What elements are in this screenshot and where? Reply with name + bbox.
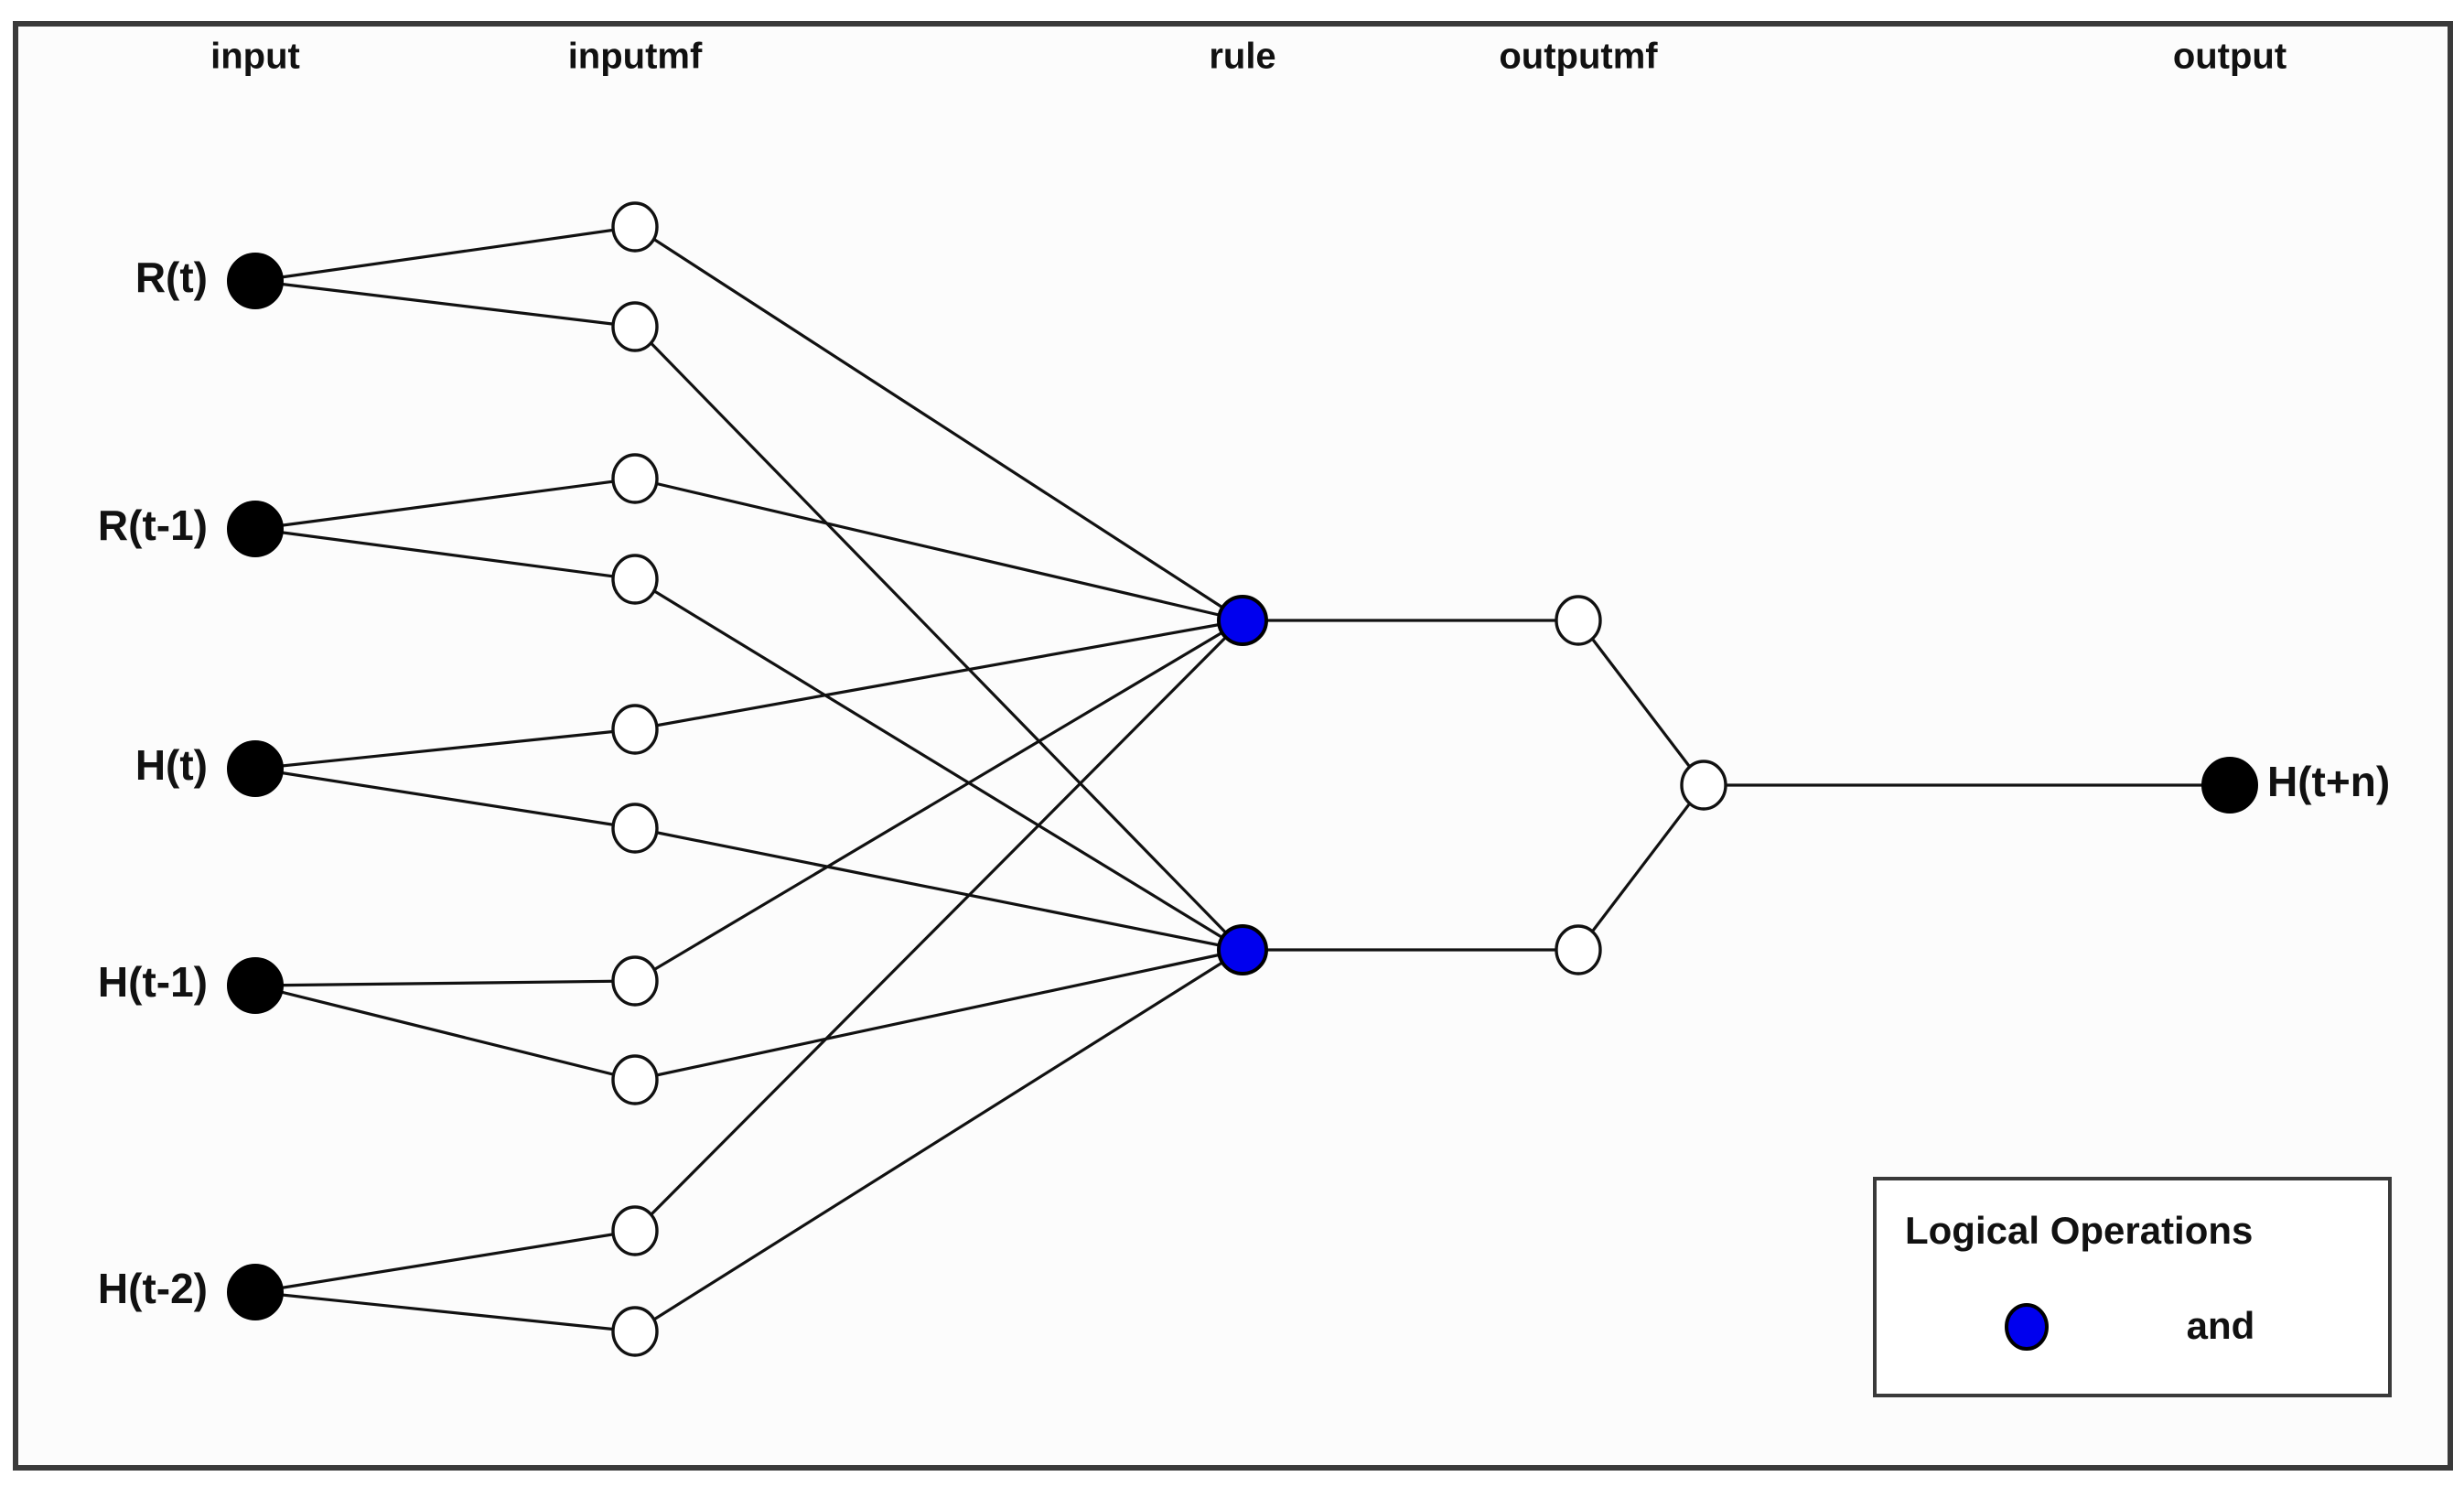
- legend-group: Logical Operations and: [1873, 1177, 2392, 1397]
- edge-layer: [254, 225, 2230, 1333]
- column-header-inputmf: inputmf: [568, 37, 703, 77]
- column-header-output: output: [2173, 37, 2286, 77]
- inputmf-node[interactable]: [611, 1054, 659, 1105]
- input-node[interactable]: [227, 740, 284, 797]
- edge-input-to-inputmf: [254, 1290, 636, 1333]
- edge-inputmf-to-rule: [634, 619, 1243, 983]
- inputmf-node[interactable]: [611, 1306, 659, 1357]
- edge-inputmf-to-rule: [634, 948, 1243, 1082]
- inputmf-node[interactable]: [611, 301, 659, 352]
- input-node[interactable]: [227, 253, 284, 309]
- input-node[interactable]: [227, 1264, 284, 1320]
- inputmf-node[interactable]: [611, 704, 659, 755]
- column-header-outputmf: outputmf: [1499, 37, 1658, 77]
- edge-inputmf-to-rule: [634, 225, 1243, 622]
- inputmf-node[interactable]: [611, 955, 659, 1007]
- edge-input-to-inputmf: [254, 727, 636, 771]
- input-node[interactable]: [227, 501, 284, 557]
- edge-input-to-inputmf: [254, 767, 636, 830]
- legend-title: Logical Operations: [1905, 1209, 2253, 1252]
- edge-inputmf-to-rule: [633, 619, 1244, 1233]
- edge-inputmf-to-rule: [634, 477, 1243, 622]
- input-node[interactable]: [227, 957, 284, 1014]
- outputmf-node[interactable]: [1555, 924, 1602, 975]
- inputmf-node[interactable]: [611, 1205, 659, 1256]
- column-headers: input inputmf rule outputmf output: [210, 37, 2286, 77]
- edge-input-to-inputmf: [254, 225, 636, 283]
- edge-input-to-inputmf: [254, 279, 636, 329]
- inputmf-node[interactable]: [611, 554, 659, 605]
- edge-input-to-inputmf: [254, 477, 636, 531]
- legend-box: [1873, 1177, 2392, 1397]
- inputmf-node[interactable]: [611, 201, 659, 253]
- edge-input-to-inputmf: [254, 984, 636, 1082]
- input-node-label: R(t-1): [98, 501, 208, 549]
- edge-inputmf-to-rule: [634, 577, 1243, 952]
- edge-inputmf-to-rule: [633, 325, 1244, 952]
- node-layer: [227, 201, 2258, 1357]
- input-node-label: H(t-2): [98, 1265, 208, 1312]
- rule-node-and[interactable]: [1217, 595, 1268, 646]
- legend-item-label-and: and: [2187, 1304, 2255, 1347]
- edge-inputmf-to-rule: [634, 826, 1243, 952]
- input-node-label: H(t): [135, 741, 208, 789]
- edge-outputmf-to-aggregation: [1576, 784, 1705, 951]
- output-node-label: H(t+n): [2267, 758, 2390, 805]
- node-label-layer: R(t) R(t-1) H(t) H(t-1) H(t-2) H(t+n): [98, 253, 2390, 1312]
- input-node-label: R(t): [135, 253, 208, 301]
- edge-inputmf-to-rule: [634, 619, 1243, 731]
- edge-outputmf-to-aggregation: [1576, 620, 1705, 786]
- edge-inputmf-to-rule: [634, 948, 1243, 1333]
- rule-node-and[interactable]: [1217, 924, 1268, 975]
- aggregation-node[interactable]: [1680, 760, 1727, 811]
- edge-input-to-inputmf: [254, 1229, 636, 1294]
- output-node[interactable]: [2201, 757, 2258, 814]
- inputmf-node[interactable]: [611, 803, 659, 854]
- column-header-input: input: [210, 37, 300, 77]
- edge-input-to-inputmf: [254, 527, 636, 581]
- outputmf-node[interactable]: [1555, 595, 1602, 646]
- inputmf-node[interactable]: [611, 453, 659, 504]
- legend-swatch-and-icon: [2005, 1303, 2049, 1351]
- edge-input-to-inputmf: [254, 979, 636, 987]
- column-header-rule: rule: [1209, 37, 1275, 77]
- input-node-label: H(t-1): [98, 958, 208, 1006]
